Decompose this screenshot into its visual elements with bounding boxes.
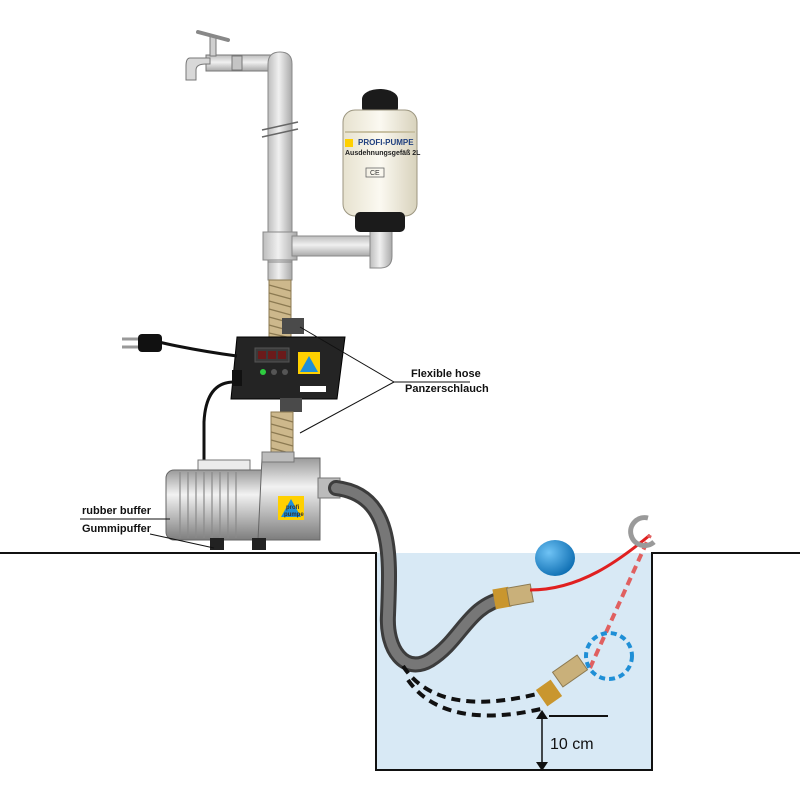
tap-faucet — [185, 30, 273, 81]
alternative-hose-route — [401, 654, 589, 718]
riser-pipe — [261, 51, 299, 281]
lower-flexible-hose — [270, 411, 294, 461]
upper-flexible-hose — [268, 279, 304, 339]
flexible-hose-label: Flexible hose — [411, 368, 481, 380]
float-switch — [529, 515, 656, 681]
rubber-buffer-label: rubber buffer — [82, 505, 152, 517]
gummipuffer-label: Gummipuffer — [82, 523, 152, 535]
suction-hose — [328, 480, 534, 673]
surface-pump: profi pumpe — [165, 451, 341, 550]
expansion-vessel: PROFI-PUMPE Ausdehnungsgefäß 2L CE — [342, 89, 421, 232]
rubber-buffer-left — [210, 538, 224, 550]
power-cable — [122, 334, 238, 472]
vessel-ce-mark: CE — [370, 170, 380, 177]
panzerschlauch-label: Panzerschlauch — [405, 383, 489, 395]
ground-line — [0, 552, 800, 771]
vessel-branch-pipe — [291, 225, 393, 269]
flexible-hose-callout: Flexible hose Panzerschlauch — [299, 326, 489, 434]
pressure-controller — [230, 336, 346, 412]
rubber-buffer-callout: rubber buffer Gummipuffer — [80, 505, 215, 549]
pump-badge-line1: profi — [286, 505, 300, 511]
depth-label: 10 cm — [550, 736, 594, 753]
vessel-name: Ausdehnungsgefäß 2L — [345, 150, 421, 157]
plug — [138, 334, 162, 352]
pump-badge-line2: pumpe — [284, 512, 304, 518]
vessel-brand: PROFI-PUMPE — [358, 138, 414, 147]
float-ball — [535, 540, 575, 576]
rubber-buffer-right — [252, 538, 266, 550]
depth-dimension: 10 cm — [536, 710, 608, 771]
highlight-circle — [584, 631, 634, 681]
